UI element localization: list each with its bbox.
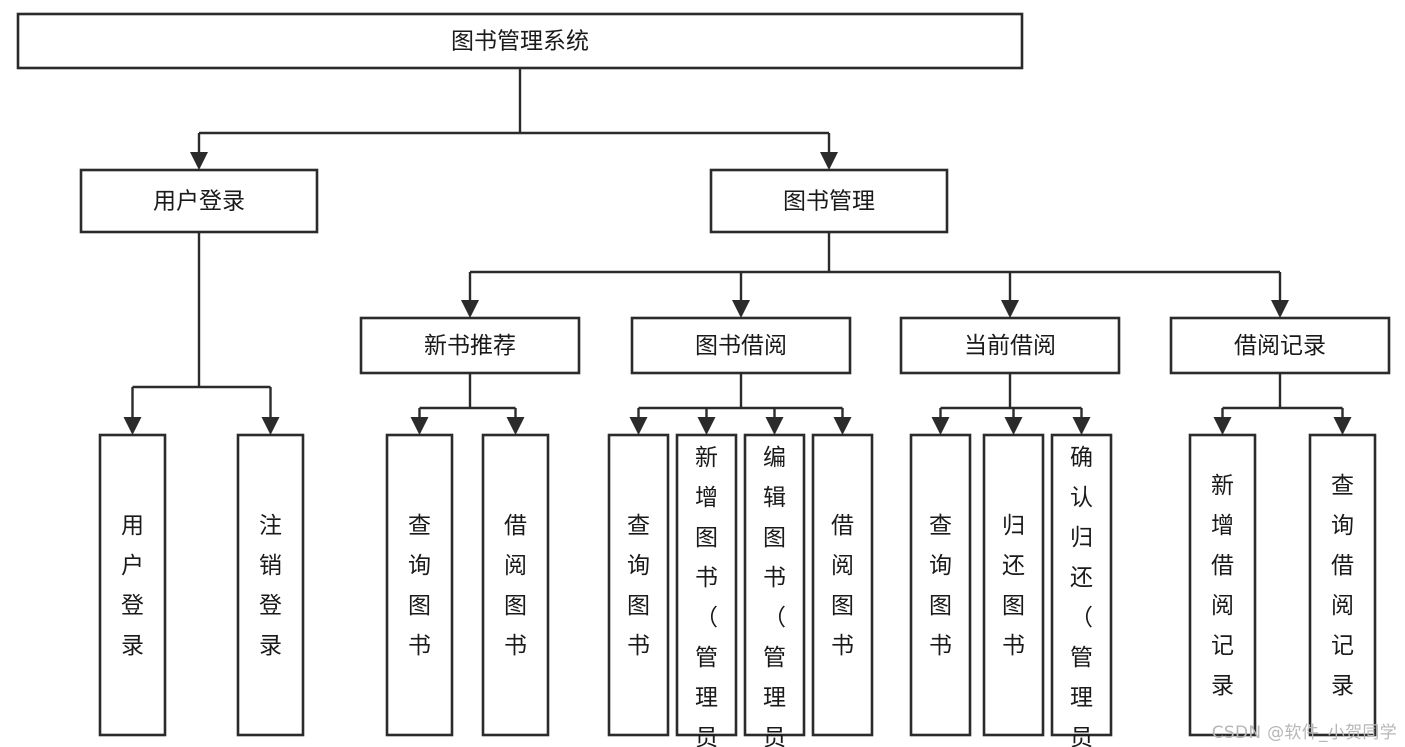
- node-leaf-9[interactable]: 归还图书: [982, 433, 1045, 737]
- node-label: 查询图书: [627, 513, 650, 659]
- node-leaf-0[interactable]: 用户登录: [98, 433, 167, 737]
- node-box: [607, 433, 670, 737]
- node-leaf-5[interactable]: 新增图书（管理员）: [675, 433, 738, 747]
- node-box: [675, 433, 738, 737]
- node-box: [16, 12, 1024, 70]
- arrow-head-icon: [1271, 300, 1289, 318]
- connector-layer: [123, 68, 1352, 435]
- node-label: 图书借阅: [695, 333, 787, 359]
- node-label: 新书推荐: [424, 333, 516, 359]
- node-box: [1169, 316, 1391, 375]
- arrow-head-icon: [461, 300, 479, 318]
- node-level2-0[interactable]: 用户登录: [79, 168, 319, 234]
- arrow-head-icon: [190, 152, 208, 170]
- node-level3-0[interactable]: 新书推荐: [359, 316, 581, 375]
- node-label: 查询图书: [408, 513, 431, 659]
- node-leaf-11[interactable]: 新增借阅记录: [1188, 433, 1257, 737]
- node-leaf-1[interactable]: 注销登录: [236, 433, 305, 737]
- node-label: 归还图书: [1002, 513, 1025, 659]
- node-label: 借阅图书: [504, 513, 527, 659]
- arrow-head-icon: [1004, 417, 1023, 435]
- node-box: [909, 433, 972, 737]
- node-leaf-3[interactable]: 借阅图书: [481, 433, 550, 737]
- node-label: 新增图书（管理员）: [695, 445, 718, 747]
- arrow-head-icon: [123, 417, 142, 435]
- node-box: [709, 168, 949, 234]
- arrow-head-icon: [732, 300, 750, 318]
- arrow-head-icon: [697, 417, 716, 435]
- node-label: 图书管理系统: [451, 29, 589, 55]
- node-level2-1[interactable]: 图书管理: [709, 168, 949, 234]
- arrow-head-icon: [820, 152, 838, 170]
- node-box: [236, 433, 305, 737]
- watermark-label: CSDN @软件_小贺同学: [1211, 723, 1397, 743]
- node-leaf-12[interactable]: 查询借阅记录: [1308, 433, 1377, 737]
- node-box: [811, 433, 874, 737]
- node-label: 查询借阅记录: [1331, 473, 1354, 699]
- arrow-head-icon: [833, 417, 852, 435]
- arrow-head-icon: [1213, 417, 1232, 435]
- node-root-system[interactable]: 图书管理系统: [16, 12, 1024, 70]
- node-box: [982, 433, 1045, 737]
- node-box: [630, 316, 852, 375]
- node-level3-3[interactable]: 借阅记录: [1169, 316, 1391, 375]
- node-box: [1308, 433, 1377, 737]
- node-box: [98, 433, 167, 737]
- node-label: 当前借阅: [964, 333, 1056, 359]
- node-leaf-4[interactable]: 查询图书: [607, 433, 670, 737]
- arrow-head-icon: [765, 417, 784, 435]
- arrow-head-icon: [1001, 300, 1019, 318]
- node-label: 用户登录: [153, 189, 245, 215]
- node-label: 用户登录: [121, 513, 144, 659]
- node-level3-2[interactable]: 当前借阅: [899, 316, 1121, 375]
- node-leaf-6[interactable]: 编辑图书（管理员）: [743, 433, 806, 747]
- node-box: [743, 433, 806, 737]
- arrow-head-icon: [261, 417, 280, 435]
- node-box: [79, 168, 319, 234]
- node-box: [385, 433, 454, 737]
- node-label: 新增借阅记录: [1211, 473, 1234, 699]
- node-leaf-2[interactable]: 查询图书: [385, 433, 454, 737]
- node-box: [899, 316, 1121, 375]
- node-label: 图书管理: [783, 189, 875, 215]
- node-label: 注销登录: [259, 513, 282, 659]
- node-leaf-8[interactable]: 查询图书: [909, 433, 972, 737]
- node-leaf-7[interactable]: 借阅图书: [811, 433, 874, 737]
- node-box: [1188, 433, 1257, 737]
- arrow-head-icon: [1333, 417, 1352, 435]
- arrow-head-icon: [1072, 417, 1091, 435]
- node-label: 查询图书: [929, 513, 952, 659]
- node-layer: 图书管理系统用户登录图书管理新书推荐图书借阅当前借阅借阅记录用户登录注销登录查询…: [16, 12, 1391, 747]
- node-label: 编辑图书（管理员）: [763, 445, 786, 747]
- node-box: [481, 433, 550, 737]
- node-box: [1050, 433, 1113, 737]
- node-level3-1[interactable]: 图书借阅: [630, 316, 852, 375]
- node-label: 借阅图书: [831, 513, 854, 659]
- node-label: 确认归还（管理员）: [1070, 445, 1093, 747]
- arrow-head-icon: [410, 417, 429, 435]
- node-leaf-10[interactable]: 确认归还（管理员）: [1050, 433, 1113, 747]
- node-box: [359, 316, 581, 375]
- node-label: 借阅记录: [1234, 333, 1326, 359]
- arrow-head-icon: [629, 417, 648, 435]
- arrow-head-icon: [931, 417, 950, 435]
- arrow-head-icon: [506, 417, 525, 435]
